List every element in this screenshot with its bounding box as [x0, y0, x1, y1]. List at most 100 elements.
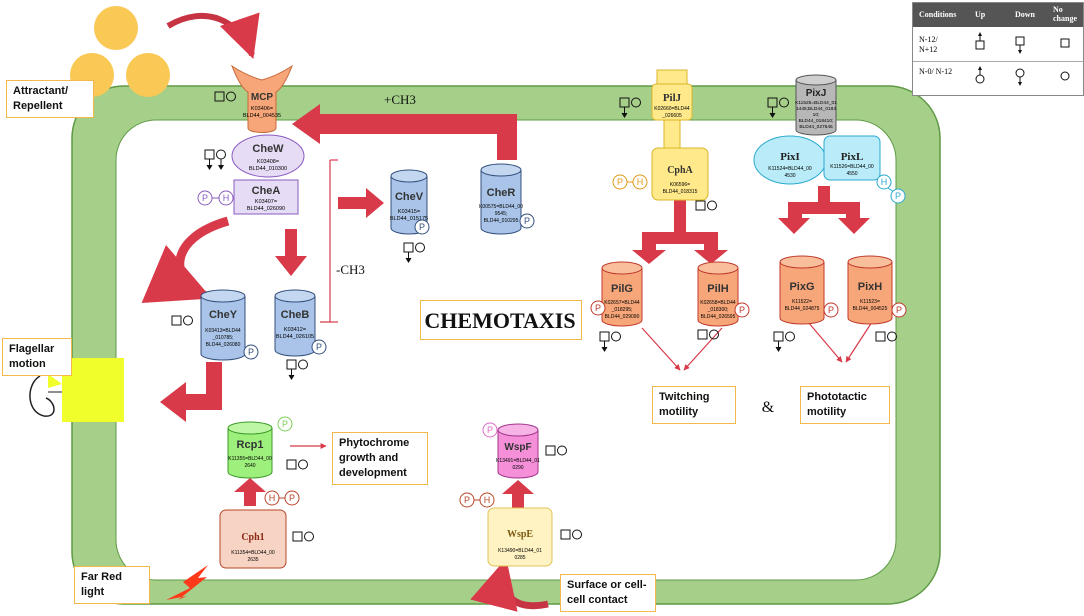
pixj-id3: 10;: [813, 112, 820, 118]
protein-chev: CheV K03415= BLD44_015175: [390, 169, 428, 235]
chea-id1: K03407=: [255, 199, 277, 205]
phototactic-box: Phototactic motility: [800, 386, 890, 424]
cher-id3: BLD44_010295: [484, 218, 519, 224]
rcp1-name: Rcp1: [237, 439, 264, 451]
chea-p: P: [202, 193, 208, 203]
ampersand: &: [762, 399, 775, 416]
cph1-id1: K11354=BLD44_00: [231, 550, 275, 556]
wspf-id2: 0290: [512, 465, 523, 471]
mcp-id2: BLD44_004535: [243, 113, 281, 119]
protein-pixl: PixL K11526=BLD44_00 4550: [823, 135, 881, 181]
chey-p: P: [248, 347, 254, 357]
chev-id2: BLD44_015175: [390, 216, 428, 222]
pixh-p: P: [896, 305, 902, 315]
pilh-id2: _018300;: [707, 307, 729, 313]
protein-rcp1: Rcp1 K11355=BLD44_00 2640: [227, 421, 273, 479]
cheb-p: P: [316, 342, 322, 352]
protein-mcp: MCP K03406= BLD44_004535: [230, 64, 294, 133]
legend-row-2-symbols: [975, 66, 1070, 86]
protein-chea: CheA K03407= BLD44_026090: [233, 179, 299, 215]
pixi-id2: 4530: [784, 173, 795, 179]
cher-id2: 9545;: [495, 211, 508, 217]
pixh-id1: K11523=: [860, 299, 880, 305]
pilh-p: P: [739, 305, 745, 315]
chea-h: H: [223, 193, 230, 203]
pilg-id1: K02657=BLD44: [604, 300, 640, 306]
plus-ch3-label: +CH3: [384, 92, 416, 107]
far-red-box: Far Red light: [74, 566, 150, 604]
attractant-arrow: [166, 12, 260, 59]
protein-pixg: PixG K11522= BLD44_024875: [779, 255, 825, 325]
legend-table: Conditions Up Down No change N-12/ N+12 …: [912, 2, 1084, 96]
chey-id3: BLD44_026080: [206, 342, 241, 348]
minus-ch3-label: -CH3: [336, 262, 365, 277]
chev-name: CheV: [395, 191, 424, 203]
protein-pilg: PilG K02657=BLD44 _018295; BLD44_029090: [601, 261, 643, 327]
cpha-p: P: [617, 177, 623, 187]
pixj-id5: BLD44_027645: [799, 124, 833, 130]
legend-row-2-condition: N-0/ N-12: [919, 67, 953, 76]
wspf-name: WspF: [504, 442, 531, 453]
diagram-title: CHEMOTAXIS: [424, 308, 575, 333]
chea-id2: BLD44_026090: [247, 206, 285, 212]
pixl-id2: 4550: [846, 171, 857, 177]
flagellar-box: Flagellar motion: [2, 338, 72, 376]
chew-id2: BLD44_010300: [249, 166, 287, 172]
protein-wspe: WspE K13490=BLD44_01 0285: [487, 507, 553, 567]
wspf-id1: K13491=BLD44_01: [496, 458, 540, 464]
chev-p: P: [419, 222, 425, 232]
legend-row-2: N-0/ N-12: [913, 61, 1083, 95]
protein-cheb: CheB K03412= BLD44_026105: [274, 289, 316, 357]
legend-col-down: Down: [1015, 10, 1036, 19]
pilh-name: PilH: [707, 283, 728, 295]
title-box: [420, 300, 582, 340]
signal-arrows: [160, 104, 870, 508]
pixj-id4: BLD44_018410;: [799, 118, 834, 124]
cheb-id2: BLD44_026105: [276, 334, 314, 340]
protein-cph1: Cph1 K11354=BLD44_00 2635: [219, 509, 287, 569]
wspe-h: H: [484, 495, 491, 505]
expression-symbols: [171, 91, 897, 542]
legend-row-1: N-12/ N+12: [913, 27, 1083, 62]
pixl-p: P: [895, 191, 901, 201]
pilh-id1: K02658=BLD44: [700, 300, 736, 306]
phytochrome-box: Phytochrome growth and development: [332, 432, 428, 485]
chev-id1: K03415=: [398, 209, 420, 215]
pixg-p: P: [828, 305, 834, 315]
cheb-name: CheB: [281, 309, 310, 321]
cher-name: CheR: [487, 187, 516, 199]
pixh-name: PixH: [858, 281, 883, 293]
pixj-id2: 1445;BLD44_0183: [796, 106, 836, 112]
cher-p: P: [524, 216, 530, 226]
rcp1-id1: K11355=BLD44_00: [228, 456, 272, 462]
cph1-id2: 2635: [247, 557, 258, 563]
protein-cpha: CphA K06596= BLD44_018315: [651, 147, 709, 201]
twitching-box: Twitching motility: [652, 386, 736, 424]
chew-id1: K03408=: [257, 159, 279, 165]
protein-chew: CheW K03408= BLD44_010300: [231, 134, 305, 178]
inhibition-line: [320, 159, 338, 323]
legend-col-up: Up: [975, 10, 986, 19]
pixg-id1: K11522=: [792, 299, 812, 305]
pilg-id2: _018295;: [611, 307, 633, 313]
protein-pilh: PilH K02658=BLD44 _018300; BLD44_026595: [697, 261, 739, 327]
pixg-id2: BLD44_024875: [785, 306, 820, 312]
pixl-name: PixL: [841, 151, 864, 163]
phospho-groups: P H P P P P P P P P P H H P P H P P H P: [197, 174, 907, 508]
pilg-id3: BLD44_029090: [605, 314, 640, 320]
pixl-h: H: [881, 177, 888, 187]
cpha-name: CphA: [667, 165, 693, 176]
cph1-p: P: [289, 493, 295, 503]
pilg-p: P: [595, 303, 601, 313]
chea-chey-arrow: [141, 216, 230, 303]
legend-header: Conditions Up Down No change: [913, 3, 1083, 27]
protein-cher: CheR K00575=BLD44_00 9545; BLD44_010295: [479, 163, 523, 235]
pixl-id1: K11526=BLD44_00: [830, 164, 874, 170]
chea-name: CheA: [252, 185, 281, 197]
wspe-id1: K13490=BLD44_01: [498, 548, 542, 554]
wspf-p: P: [487, 425, 493, 435]
pixi-id1: K11524=BLD44_00: [768, 166, 812, 172]
cph1-name: Cph1: [241, 532, 264, 543]
pilj-id1: K02660=BLD44: [654, 106, 690, 112]
